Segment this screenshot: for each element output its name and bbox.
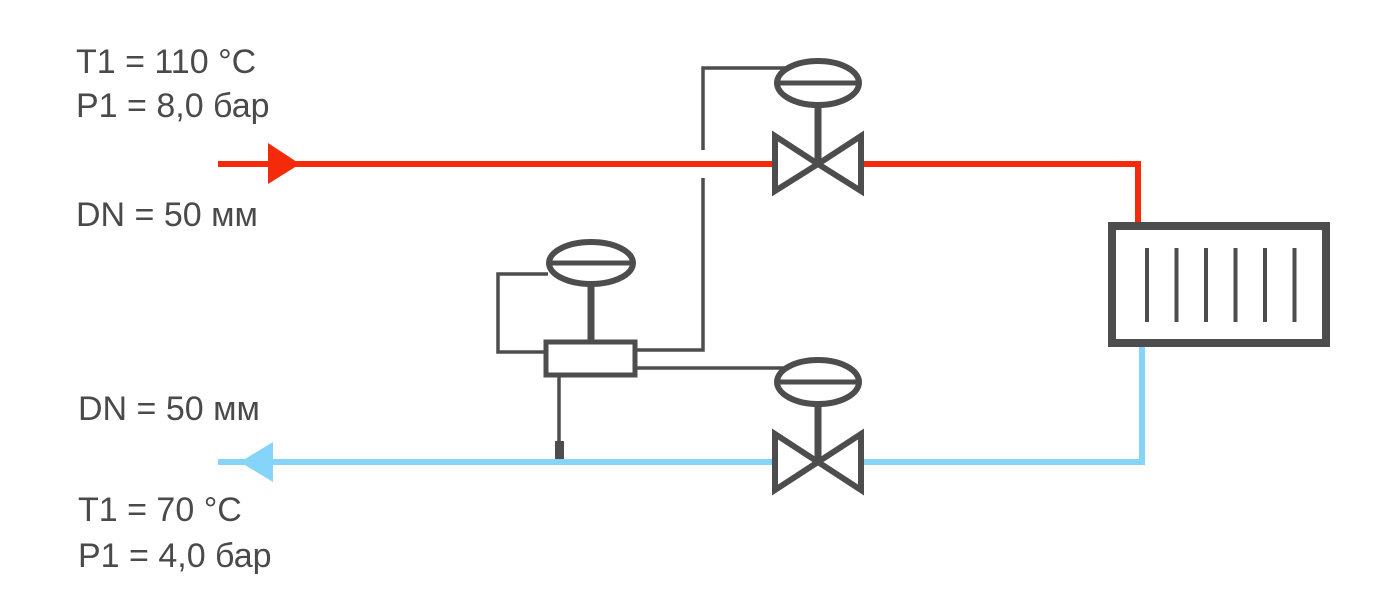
sensing-tap <box>555 441 564 459</box>
valve-body-icon <box>772 130 864 197</box>
return-pipe-from-radiator <box>860 344 1145 465</box>
control-line-from-controller <box>636 178 705 352</box>
control-lines <box>496 66 790 459</box>
supply-temperature-label: T1 = 110 °C <box>76 43 257 81</box>
supply-pipe <box>218 143 1141 226</box>
supply-diameter-label: DN = 50 мм <box>76 196 258 234</box>
supply-pipe-to-radiator <box>860 161 1141 226</box>
supply-control-valve-icon <box>772 58 864 197</box>
control-line-to-supply-valve <box>701 66 790 150</box>
valve-body-icon <box>772 428 864 496</box>
controller-body <box>543 339 638 378</box>
controller-feedback-loop <box>496 272 548 354</box>
supply-pressure-label: P1 = 8,0 бар <box>76 87 270 125</box>
return-pipe <box>218 344 1145 482</box>
return-temperature-label: T1 = 70 °C <box>78 491 242 529</box>
return-pressure-label: P1 = 4,0 бар <box>78 537 272 575</box>
supply-flow-arrow-icon <box>268 143 300 184</box>
pressure-controller-icon <box>543 239 638 378</box>
return-control-valve-icon <box>772 357 864 496</box>
return-flow-arrow-icon <box>240 442 273 482</box>
return-diameter-label: DN = 50 мм <box>78 390 260 428</box>
radiator-fins <box>1145 248 1297 322</box>
radiator-icon <box>1108 222 1330 347</box>
